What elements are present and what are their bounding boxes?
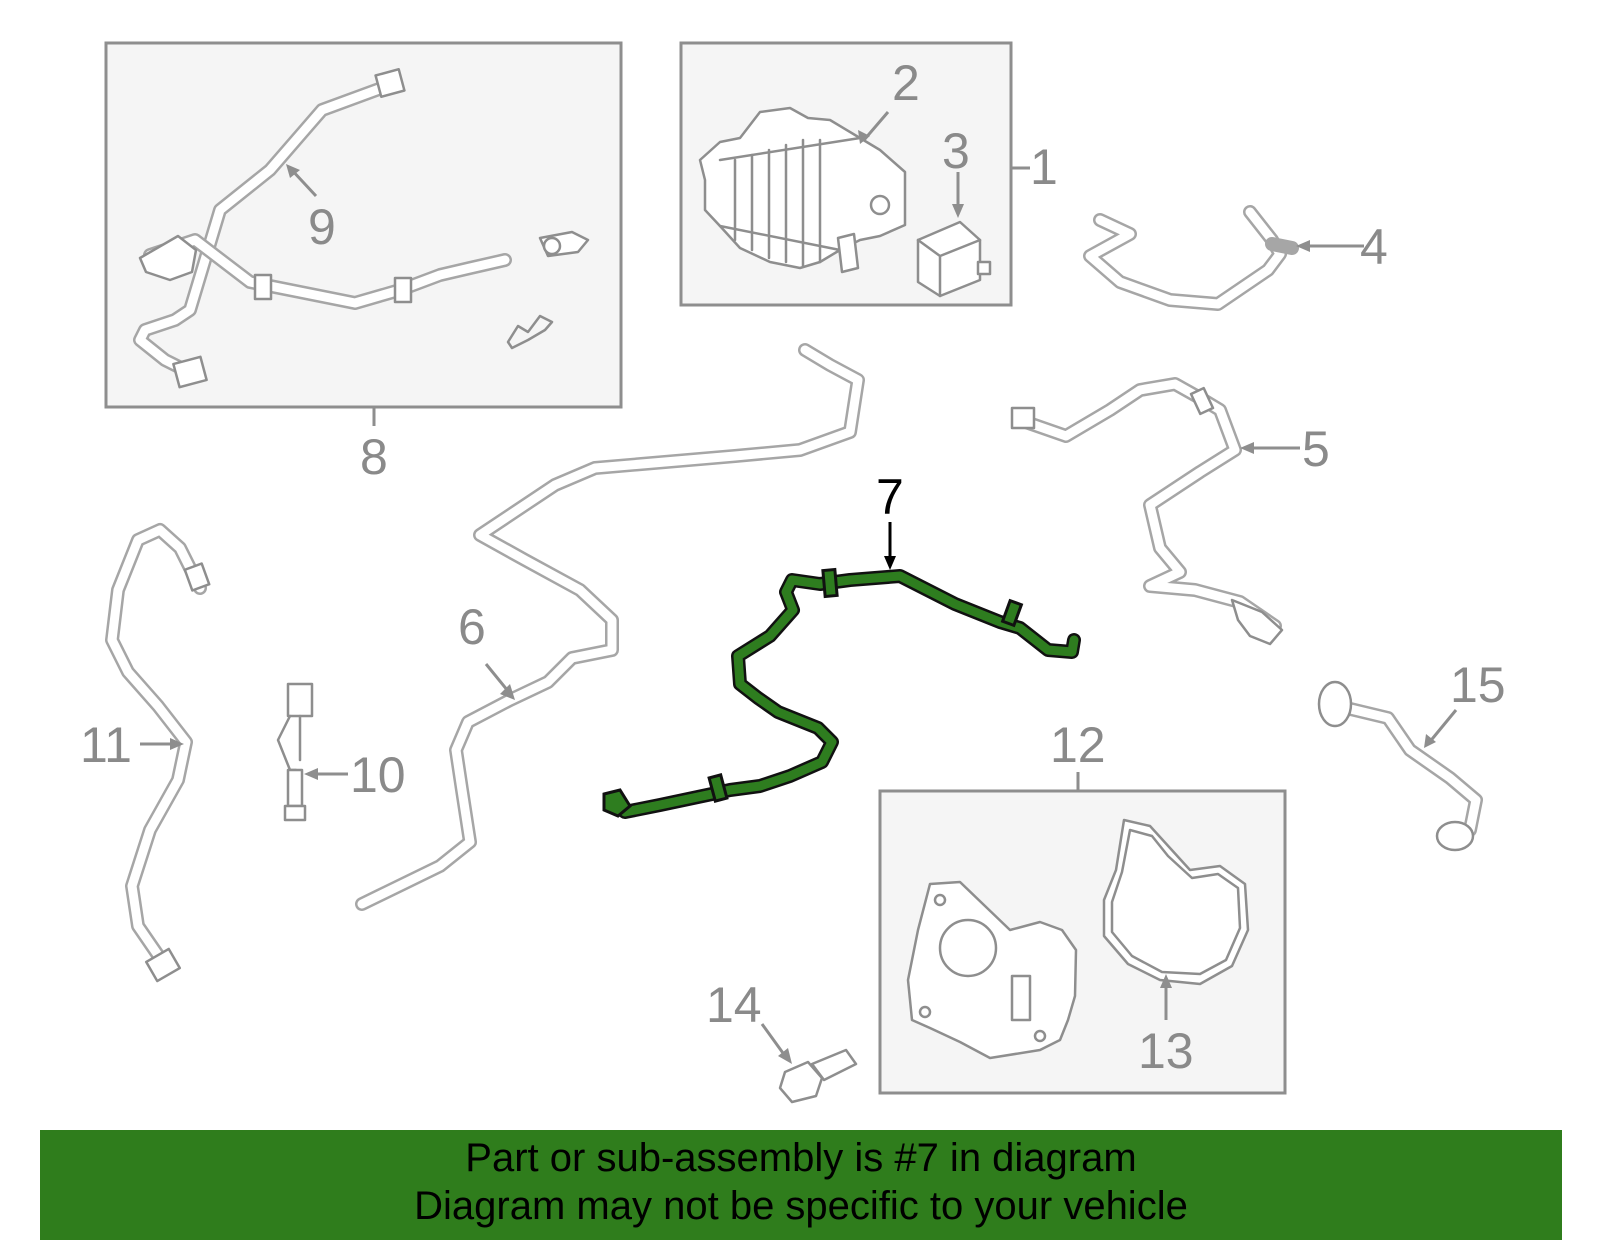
callout-3: 3: [942, 123, 970, 179]
part-5-tube[interactable]: [1010, 377, 1284, 646]
leader-15: [1426, 709, 1458, 745]
callout-14: 14: [706, 977, 762, 1033]
callout-5: 5: [1302, 421, 1330, 477]
part-11-wire[interactable]: [105, 523, 211, 983]
group-box-8: [104, 41, 623, 409]
part-14-bolt[interactable]: [778, 1048, 858, 1104]
callout-15: 15: [1450, 657, 1506, 713]
footer-banner: Part or sub-assembly is #7 in diagram Di…: [40, 1130, 1562, 1240]
part-7-hose-highlighted[interactable]: [602, 567, 1081, 819]
callout-4: 4: [1360, 219, 1388, 275]
callout-12: 12: [1050, 717, 1106, 773]
callout-11: 11: [80, 717, 132, 773]
callout-2: 2: [892, 55, 920, 111]
callout-7: 7: [876, 469, 904, 525]
callout-8: 8: [360, 429, 388, 485]
part-4-tube[interactable]: [1083, 205, 1299, 311]
callout-6: 6: [458, 599, 486, 655]
part-13-gasket[interactable]: [1102, 818, 1250, 986]
part-10-sensor[interactable]: [276, 682, 314, 822]
callout-9: 9: [308, 199, 336, 255]
footer-line-1: Part or sub-assembly is #7 in diagram: [465, 1136, 1137, 1180]
part-2-canister[interactable]: [698, 106, 907, 274]
callout-13: 13: [1138, 1023, 1194, 1079]
part-9-harness[interactable]: [133, 68, 590, 389]
arrowhead-7: [884, 556, 896, 570]
arrowheads: [170, 130, 1436, 1064]
part-12-cover[interactable]: [906, 880, 1078, 1060]
part-3-valve[interactable]: [916, 220, 992, 298]
callout-10: 10: [350, 747, 406, 803]
part-6-tube[interactable]: [355, 343, 865, 911]
part-15-hose[interactable]: [1317, 680, 1483, 852]
footer-line-2: Diagram may not be specific to your vehi…: [414, 1184, 1188, 1228]
callout-1: 1: [1030, 139, 1058, 195]
